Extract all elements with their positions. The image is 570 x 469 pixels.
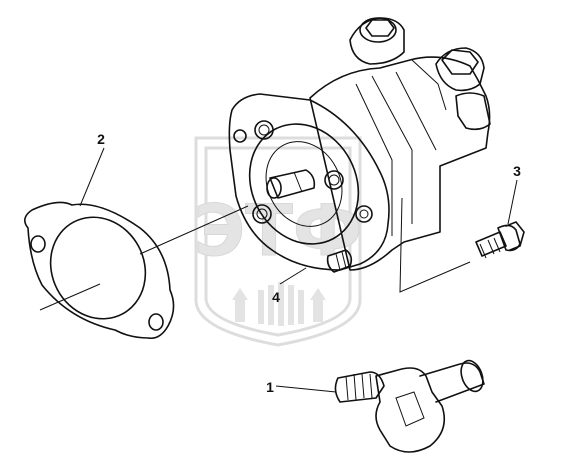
callout-4: 4 [272,289,280,305]
pump-body [228,17,491,273]
gasket [24,201,175,340]
callout-3: 3 [513,163,521,179]
callout-2: 2 [97,131,105,147]
elbow-fitting [334,359,485,453]
callout-1: 1 [266,379,274,395]
banjo-bolt [475,221,525,259]
assembly-lines [39,197,471,311]
callout-leaders [79,147,518,393]
flange-screw [326,249,353,273]
